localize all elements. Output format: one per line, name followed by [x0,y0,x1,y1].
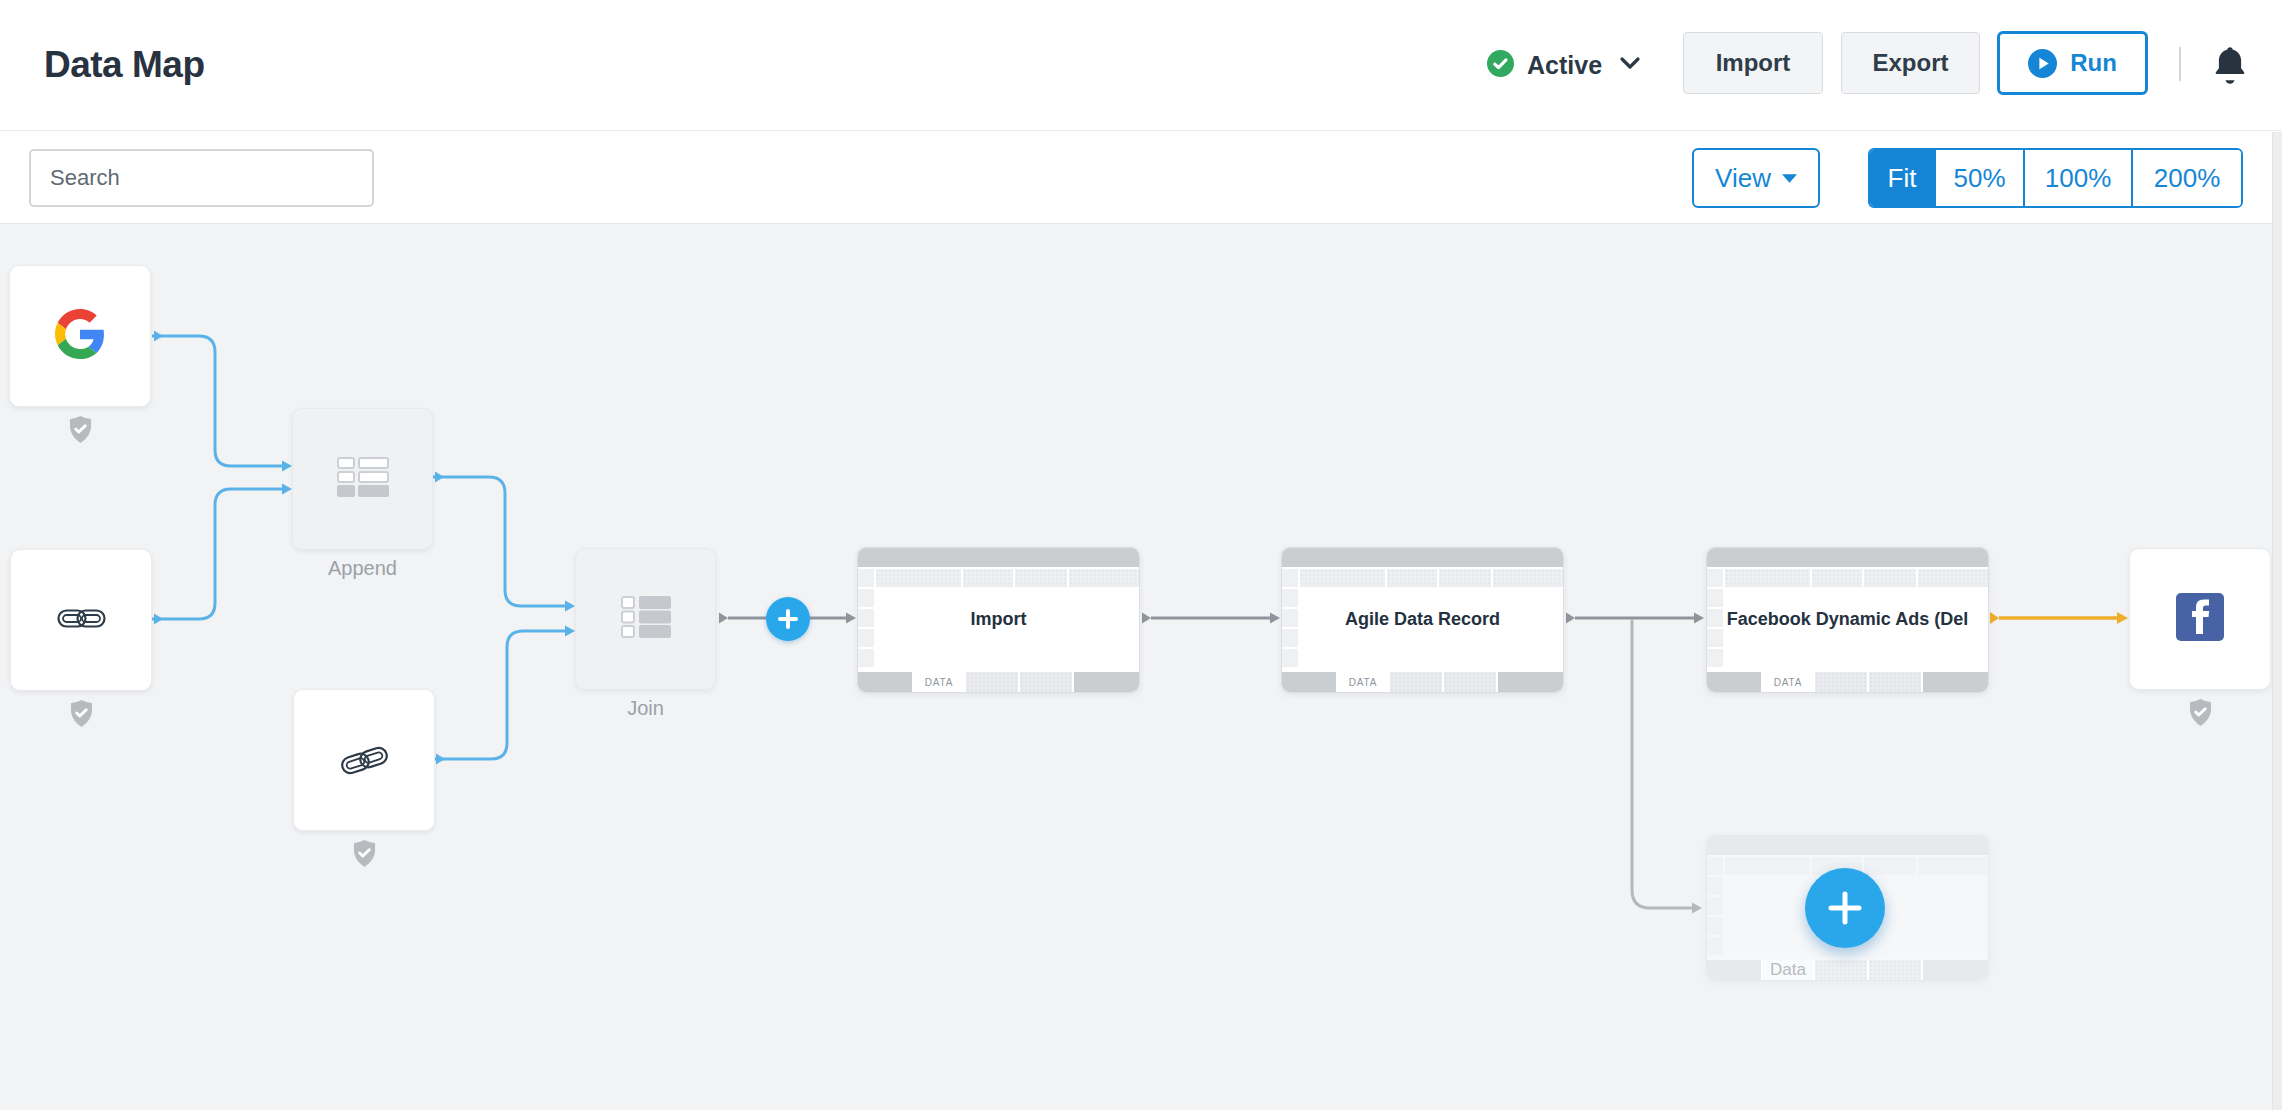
join-icon [621,596,671,642]
shield-check-icon [294,840,434,867]
append-icon [337,457,389,501]
facebook-icon [2176,593,2224,645]
caret-down-icon [1782,174,1797,183]
header-divider [2179,47,2181,81]
play-icon [2028,49,2057,78]
status-label: Active [1527,51,1602,80]
chevron-down-icon [1619,56,1641,74]
export-button[interactable]: Export [1841,32,1980,94]
view-label: View [1715,163,1771,194]
node-label: Join [546,697,745,720]
run-button[interactable]: Run [1997,31,2148,95]
zoom-200-button[interactable]: 200% [2131,150,2241,206]
zoom-fit-button[interactable]: Fit [1870,150,1934,206]
data-tab: DATA [1338,672,1388,692]
add-node-button[interactable] [766,597,810,641]
zoom-100-button[interactable]: 100% [2023,150,2131,206]
vertical-scrollbar[interactable] [2272,132,2282,1110]
plus-icon [778,609,798,629]
app-header: Data Map Active Import Export Run [0,0,2282,131]
shield-check-icon [11,700,151,727]
status-dropdown[interactable]: Active [1487,0,1641,130]
shield-check-icon [10,416,150,443]
data-tab: DATA [914,672,964,692]
add-destination-button[interactable] [1805,868,1885,948]
node-title: Import [858,588,1139,650]
zoom-50-button[interactable]: 50% [1934,150,2023,206]
node-google-source[interactable] [9,265,151,407]
plus-icon [1827,890,1863,926]
chain-link-icon [337,740,392,781]
data-map-canvas[interactable]: Append [0,224,2282,1110]
node-title: Facebook Dynamic Ads (Del [1707,588,1988,650]
search-input[interactable] [29,149,374,207]
data-tab: DATA [1763,672,1813,692]
node-label: Append [263,557,462,580]
chain-link-icon [57,605,106,636]
node-join[interactable]: Join [575,548,716,690]
run-button-label: Run [2070,49,2117,77]
notifications-bell-icon[interactable] [2212,44,2248,90]
data-tab: Data [1763,960,1813,980]
canvas-toolbar: View Fit 50% 100% 200% [0,132,2282,224]
import-button[interactable]: Import [1683,32,1823,94]
google-icon [55,309,105,363]
zoom-controls: Fit 50% 100% 200% [1868,148,2243,208]
page-title: Data Map [44,44,204,86]
node-link-source-2[interactable] [293,689,435,831]
node-import[interactable]: Import DATA [857,547,1140,693]
node-facebook-destination[interactable] [2129,548,2271,690]
node-title: Agile Data Record [1282,588,1563,650]
node-facebook-dynamic-ads[interactable]: Facebook Dynamic Ads (Del DATA [1706,547,1989,693]
status-active-icon [1487,50,1514,81]
node-link-source-1[interactable] [10,549,152,691]
view-dropdown-button[interactable]: View [1692,148,1820,208]
node-agile-data-record[interactable]: Agile Data Record DATA [1281,547,1564,693]
node-append[interactable]: Append [292,408,433,550]
shield-check-icon [2130,699,2270,726]
